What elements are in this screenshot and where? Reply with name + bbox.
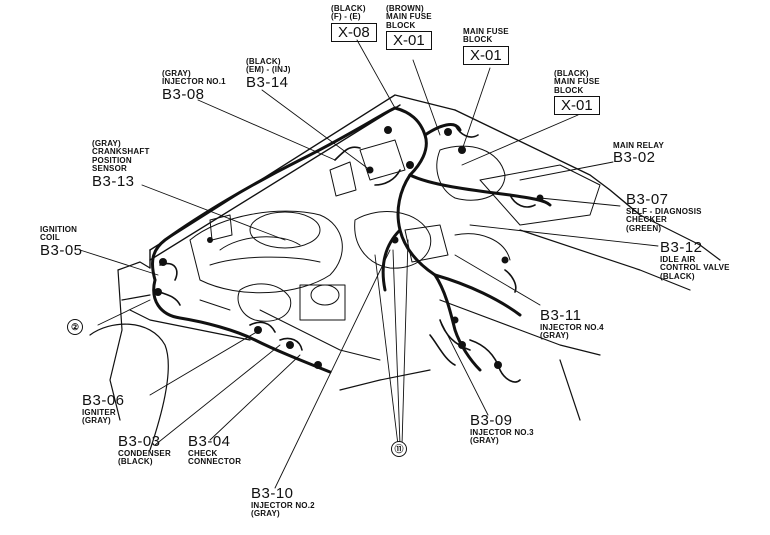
- b304-line2: CONNECTOR: [188, 457, 242, 467]
- b310-code: B3-10: [251, 485, 294, 502]
- b313-code: B3-13: [92, 172, 135, 190]
- callout-b3-11: B3-11 INJECTOR NO.4 (GRAY): [540, 308, 604, 341]
- b305-line2: COIL: [40, 233, 60, 243]
- callout-b3-08: (GRAY) INJECTOR NO.1 B3-08: [162, 69, 226, 103]
- callout-b3-03: B3-03 CONDENSER (BLACK): [118, 434, 171, 467]
- b310-color: (GRAY): [251, 509, 280, 519]
- b303-line1: CONDENSER: [118, 448, 171, 458]
- x08-sub: (F) - (E): [331, 12, 361, 22]
- x08-color: (BLACK): [331, 4, 366, 13]
- callout-x01-black: (BLACK) MAIN FUSE BLOCK X-01: [554, 69, 600, 116]
- b314-sub: (EM) - (INJ): [246, 65, 291, 75]
- x01-brown-color: (BROWN): [386, 4, 424, 13]
- b303-code: B3-03: [118, 433, 161, 450]
- b306-code: B3-06: [82, 392, 125, 409]
- callout-b3-05: IGNITION COIL B3-05: [40, 225, 83, 259]
- b303-color: (BLACK): [118, 457, 153, 467]
- b306-color: (GRAY): [82, 416, 111, 426]
- marker-11: ⑪: [391, 441, 407, 457]
- b302-line1: MAIN RELAY: [613, 141, 665, 150]
- b308-sub: INJECTOR NO.1: [162, 77, 226, 87]
- x01-main-code: X-01: [463, 45, 509, 65]
- engine-parts: [189, 139, 601, 361]
- callout-b3-10: B3-10 INJECTOR NO.2 (GRAY): [251, 486, 315, 519]
- b304-code: B3-04: [188, 433, 231, 450]
- callout-b3-04: B3-04 CHECK CONNECTOR: [188, 434, 241, 467]
- body-outline: [89, 214, 721, 451]
- b312-line2: CONTROL VALVE: [660, 263, 730, 273]
- b309-code: B3-09: [470, 412, 513, 429]
- b309-line1: INJECTOR NO.3: [470, 427, 534, 437]
- b313-line1: CRANKSHAFT: [92, 147, 150, 157]
- callout-b3-09: B3-09 INJECTOR NO.3 (GRAY): [470, 413, 534, 446]
- b310-line1: INJECTOR NO.2: [251, 500, 315, 510]
- b312-color: (BLACK): [660, 271, 695, 281]
- b311-line1: INJECTOR NO.4: [540, 322, 604, 332]
- x01-main-line1: MAIN FUSE: [463, 27, 509, 36]
- b306-line1: IGNITER: [82, 407, 116, 417]
- x01-brown-line2: BLOCK: [386, 20, 416, 30]
- b305-code: B3-05: [40, 241, 83, 259]
- x08-code: X-08: [331, 22, 377, 42]
- x01-brown-line1: MAIN FUSE: [386, 12, 432, 22]
- b313-line2: POSITION: [92, 155, 132, 165]
- wiring-harness: [151, 106, 552, 374]
- b314-code: B3-14: [246, 73, 289, 91]
- b313-line3: SENSOR: [92, 164, 127, 174]
- callout-b3-06: B3-06 IGNITER (GRAY): [82, 393, 125, 426]
- b308-code: B3-08: [162, 85, 205, 103]
- callout-x01-brown: (BROWN) MAIN FUSE BLOCK X-01: [386, 4, 432, 51]
- b312-line1: IDLE AIR: [660, 254, 696, 264]
- x01-black-line2: BLOCK: [554, 85, 584, 95]
- b311-code: B3-11: [540, 307, 582, 324]
- b312-code: B3-12: [660, 239, 703, 256]
- b308-color: (GRAY): [162, 69, 191, 78]
- x01-main-line2: BLOCK: [463, 35, 493, 45]
- b307-line2: CHECKER: [626, 215, 667, 225]
- marker-2: ②: [67, 319, 83, 335]
- b314-color: (BLACK): [246, 57, 281, 66]
- b311-color: (GRAY): [540, 331, 569, 341]
- b307-line1: SELF - DIAGNOSIS: [626, 206, 702, 216]
- x01-black-color: (BLACK): [554, 69, 589, 78]
- callout-b3-02: MAIN RELAY B3-02: [613, 141, 665, 167]
- b309-color: (GRAY): [470, 436, 499, 446]
- b313-color: (GRAY): [92, 139, 121, 148]
- callout-b3-14: (BLACK) (EM) - (INJ) B3-14: [246, 57, 291, 91]
- b307-color: (GREEN): [626, 223, 662, 233]
- callout-b3-12: B3-12 IDLE AIR CONTROL VALVE (BLACK): [660, 240, 730, 281]
- callout-x08: (BLACK) (F) - (E) X-08: [331, 4, 377, 42]
- b305-line1: IGNITION: [40, 225, 78, 234]
- b304-line1: CHECK: [188, 448, 218, 458]
- b307-code: B3-07: [626, 191, 669, 208]
- callout-b3-07: B3-07 SELF - DIAGNOSIS CHECKER (GREEN): [626, 192, 702, 233]
- callout-b3-13: (GRAY) CRANKSHAFT POSITION SENSOR B3-13: [92, 139, 150, 190]
- leader-lines: [79, 39, 659, 489]
- callout-x01-main: MAIN FUSE BLOCK X-01: [463, 27, 509, 65]
- x01-black-code: X-01: [554, 96, 600, 116]
- x01-black-line1: MAIN FUSE: [554, 77, 600, 87]
- b302-code: B3-02: [613, 149, 656, 167]
- x01-brown-code: X-01: [386, 31, 432, 51]
